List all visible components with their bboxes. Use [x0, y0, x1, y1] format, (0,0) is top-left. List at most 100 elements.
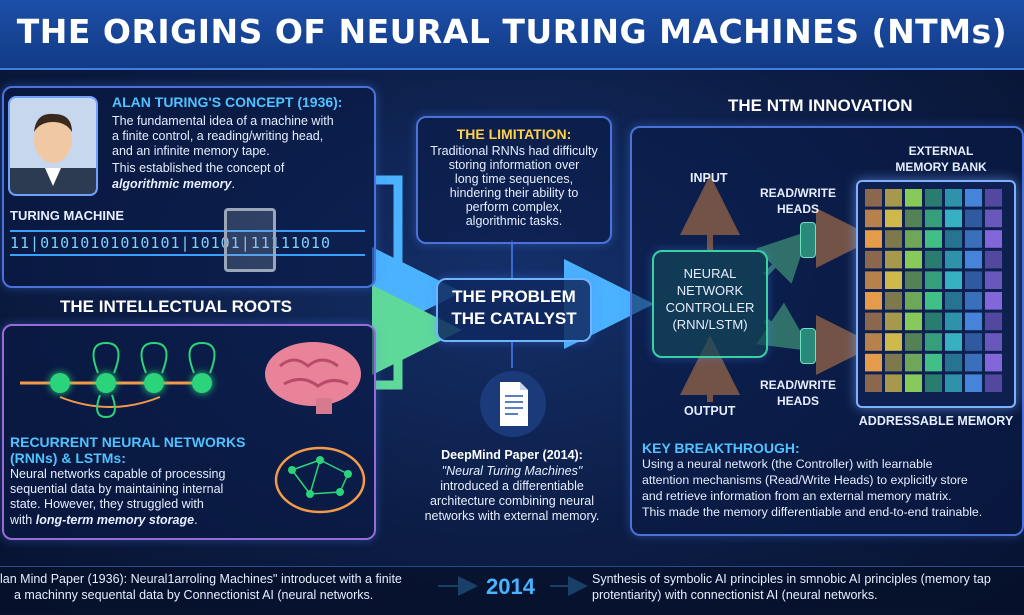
memory-cell: [885, 189, 902, 207]
limitation-line-5: perform complex,: [465, 200, 563, 214]
turing-line-1: The fundamental idea of a machine with: [112, 114, 334, 128]
memory-cell: [985, 250, 1002, 269]
memory-cell: [945, 353, 962, 372]
memory-cell: [905, 374, 922, 392]
rnn-node: [50, 373, 70, 393]
turing-line-3: and an infinite memory tape.: [112, 144, 270, 158]
memory-cell: [945, 209, 962, 228]
turing-line-4: This established the concept of: [112, 161, 285, 175]
deepmind-line-1: introduced a differentiable: [440, 479, 584, 493]
rnn-node: [144, 373, 164, 393]
memory-cell: [925, 292, 942, 310]
memory-cell: [905, 189, 922, 207]
memory-cell: [865, 333, 882, 351]
title-bar: THE ORIGINS OF NEURAL TURING MACHINES (N…: [0, 0, 1024, 70]
rnn-node: [96, 373, 116, 393]
memory-cell: [925, 312, 942, 331]
memory-cell: [925, 374, 942, 392]
memory-cell: [965, 250, 982, 269]
memory-cell: [905, 353, 922, 372]
timeline-footer: [0, 566, 1024, 615]
memory-cell: [925, 189, 942, 207]
memory-cell: [885, 333, 902, 351]
memory-cell: [885, 292, 902, 310]
memory-cell: [945, 292, 962, 310]
input-label: INPUT: [690, 171, 728, 185]
output-label: OUTPUT: [684, 404, 736, 418]
memory-cell: [965, 312, 982, 331]
memory-cell: [945, 250, 962, 269]
ntm-heading: THE NTM INNOVATION: [728, 96, 913, 115]
limitation-line-4: hindering their ability to: [449, 186, 579, 200]
turing-machine-label: TURING MACHINE: [10, 208, 125, 223]
memory-cell: [965, 374, 982, 392]
memory-cell: [985, 230, 1002, 248]
breakthrough-line-1: Using a neural network (the Controller) …: [642, 457, 933, 471]
roots-line-1: Neural networks capable of processing: [10, 467, 226, 481]
memory-cell: [865, 271, 882, 289]
breakthrough-line-4: This made the memory differentiable and …: [642, 505, 983, 519]
tape-head-icon: [224, 208, 276, 272]
memory-cell: [985, 271, 1002, 289]
memory-cell: [905, 209, 922, 228]
rw-heads-bottom-line-1: READ/WRITE: [760, 378, 836, 392]
limitation-heading: THE LIMITATION:: [456, 126, 572, 142]
breakthrough-line-3: and retrieve information from an externa…: [642, 489, 952, 503]
breakthrough-line-2: attention mechanisms (Read/Write Heads) …: [642, 473, 968, 487]
read-write-head-top: [800, 222, 816, 258]
memory-cell: [865, 292, 882, 310]
memory-cell: [965, 292, 982, 310]
roots-line-2: sequential data by maintaining internal: [10, 482, 224, 496]
memory-cell: [985, 209, 1002, 228]
memory-cell: [865, 230, 882, 248]
rw-heads-top-line-1: READ/WRITE: [760, 186, 836, 200]
rnn-node: [192, 373, 212, 393]
paper-document-icon: [480, 371, 546, 437]
memory-cell: [905, 312, 922, 331]
memory-cell: [985, 189, 1002, 207]
neural-brain-icon: [274, 446, 366, 514]
deepmind-title: "Neural Turing Machines": [441, 464, 583, 478]
memory-cell: [885, 250, 902, 269]
turing-portrait-icon: [8, 96, 98, 196]
rnn-heading-2: (RNNs) & LSTMs:: [10, 450, 126, 466]
limitation-line-3: long time sequences,: [454, 172, 574, 186]
memory-cell: [945, 374, 962, 392]
problem-catalyst-box: [436, 278, 592, 342]
memory-bank-label-2: MEMORY BANK: [895, 160, 987, 174]
external-memory-grid: [856, 180, 1016, 408]
limitation-line-1: Traditional RNNs had difficulty: [430, 144, 598, 158]
memory-cell: [925, 250, 942, 269]
memory-cell: [905, 271, 922, 289]
memory-cell: [945, 312, 962, 331]
memory-cell: [945, 271, 962, 289]
memory-cell: [985, 312, 1002, 331]
memory-cell: [865, 209, 882, 228]
problem-line-2: THE CATALYST: [451, 309, 577, 328]
memory-cell: [985, 333, 1002, 351]
footer-left-line-2: a machinny sequental data by Connectioni…: [14, 588, 374, 602]
memory-cell: [905, 230, 922, 248]
controller-line-3: CONTROLLER: [665, 300, 755, 315]
rw-heads-top-line-2: HEADS: [776, 202, 819, 216]
memory-cell: [965, 271, 982, 289]
brain-icon: [265, 342, 361, 414]
memory-cell: [885, 209, 902, 228]
controller-line-1: NEURAL: [683, 266, 737, 281]
memory-cell: [925, 209, 942, 228]
memory-cell: [865, 374, 882, 392]
memory-cell: [925, 230, 942, 248]
memory-cell: [885, 271, 902, 289]
memory-cell: [885, 230, 902, 248]
memory-cell: [865, 189, 882, 207]
memory-cell: [865, 312, 882, 331]
turing-tape: 11|01010101010101|10101|11111010: [10, 230, 365, 256]
memory-cell: [985, 292, 1002, 310]
timeline-year: 2014: [486, 574, 535, 599]
footer-left-line-1: lan Mind Paper (1936): Neural1arroling M…: [0, 572, 402, 586]
deepmind-line-3: networks with external memory.: [424, 509, 600, 523]
memory-cell: [925, 333, 942, 351]
turing-line-2: a finite control, a reading/writing head…: [112, 129, 324, 143]
memory-cell: [925, 353, 942, 372]
deepmind-heading: DeepMind Paper (2014):: [441, 448, 583, 462]
